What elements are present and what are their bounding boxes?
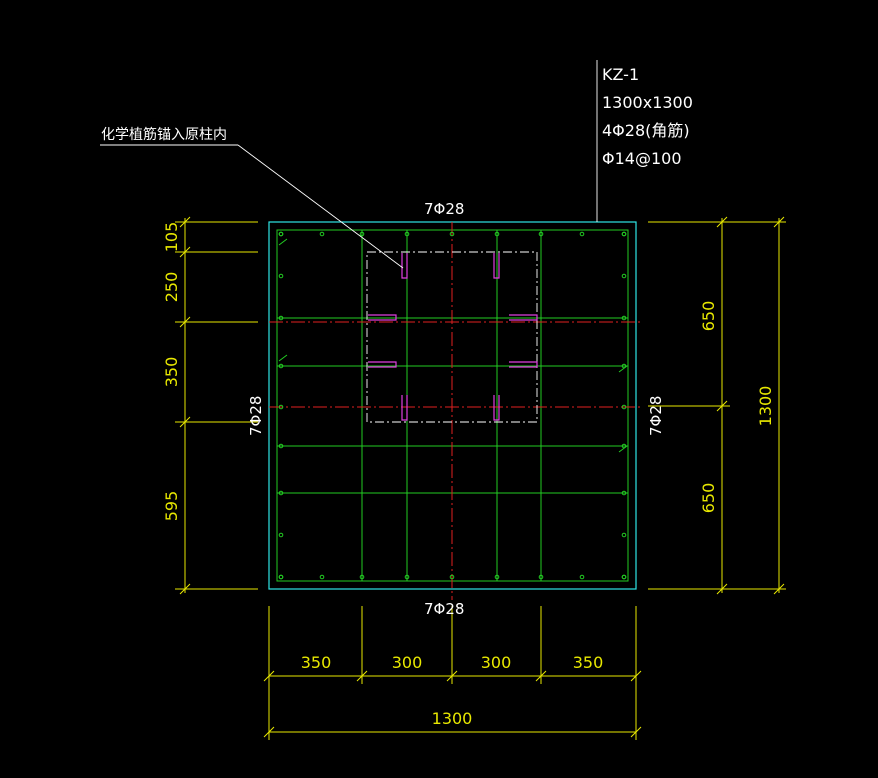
anchor-bottom-left [401, 395, 408, 421]
dim-right-1: 650 [699, 301, 718, 332]
column-size: 1300x1300 [602, 93, 693, 112]
dim-right-total: 1300 [756, 386, 775, 427]
rebar-dot [621, 273, 627, 279]
anchor-note: 化学植筋锚入原柱内 [101, 126, 227, 143]
dim-bottom-2: 300 [392, 653, 423, 672]
rebar-dot [621, 315, 627, 321]
rebar-dot [621, 404, 627, 410]
rebar-dot [449, 231, 455, 237]
centerlines [269, 222, 640, 600]
anchor-top-right [493, 253, 500, 279]
rebar-dot [579, 231, 585, 237]
rebar-dot [278, 273, 284, 279]
rebar-dot [278, 443, 284, 449]
rebar-left-label: 7Φ28 [247, 396, 265, 436]
rebar-dot [278, 490, 284, 496]
stirrup-spec: Φ14@100 [602, 149, 682, 168]
corner-bars: 4Φ28(角筋) [602, 121, 690, 140]
rebar-bottom-label: 7Φ28 [424, 600, 464, 618]
rebar-dot [319, 574, 325, 580]
original-column-outline [366, 251, 538, 423]
rebar-dot [319, 231, 325, 237]
rebar-dot [621, 532, 627, 538]
rebar-dot [278, 363, 284, 369]
rebar-dot [621, 574, 627, 580]
rebar-right-label: 7Φ28 [647, 396, 665, 436]
rebar-dot [359, 231, 365, 237]
chemical-anchors [368, 253, 538, 421]
rebar-dot [278, 574, 284, 580]
rebar-dot [579, 574, 585, 580]
anchor-left-upper [368, 314, 397, 321]
rebar-dot [538, 231, 544, 237]
column-tag: KZ-1 1300x1300 4Φ28(角筋) Φ14@100 [602, 65, 693, 168]
rebar-dot [621, 231, 627, 237]
anchor-right-lower [509, 361, 538, 368]
rebar-dot [494, 574, 500, 580]
rebar-dot [404, 231, 410, 237]
rebar-dot [278, 404, 284, 410]
dim-right-2: 650 [699, 483, 718, 514]
column-id: KZ-1 [602, 65, 639, 84]
rebar-dot [278, 532, 284, 538]
dim-left-3: 350 [162, 357, 181, 388]
rebar-labels: 7Φ28 7Φ28 7Φ28 7Φ28 [247, 200, 665, 618]
anchor-right-upper [509, 314, 538, 321]
dim-bottom-1: 350 [301, 653, 332, 672]
dimension-texts: 350 300 300 350 1300 105 250 350 595 650… [162, 222, 775, 728]
rebar-dot [449, 574, 455, 580]
rebar-dot [621, 363, 627, 369]
rebar-dot [404, 574, 410, 580]
longitudinal-bars [278, 231, 627, 580]
dimension-lines [175, 216, 786, 740]
rebar-dot [538, 574, 544, 580]
rebar-dot [278, 315, 284, 321]
rebar-dot [359, 574, 365, 580]
dim-bottom-4: 350 [573, 653, 604, 672]
note-leader [100, 144, 404, 269]
rebar-dot [278, 231, 284, 237]
rebar-dot [494, 231, 500, 237]
dim-bottom-3: 300 [481, 653, 512, 672]
dim-left-2: 250 [162, 272, 181, 303]
rebar-top-label: 7Φ28 [424, 200, 464, 218]
rebar-dot [621, 443, 627, 449]
anchor-top-left [401, 253, 408, 279]
dim-left-4: 595 [162, 491, 181, 522]
dim-bottom-total: 1300 [432, 709, 473, 728]
anchor-bottom-right [493, 395, 500, 421]
anchor-left-lower [368, 361, 397, 368]
stirrup-hooks [278, 238, 628, 453]
rebar-dot [621, 490, 627, 496]
dim-left-1: 105 [162, 222, 181, 253]
